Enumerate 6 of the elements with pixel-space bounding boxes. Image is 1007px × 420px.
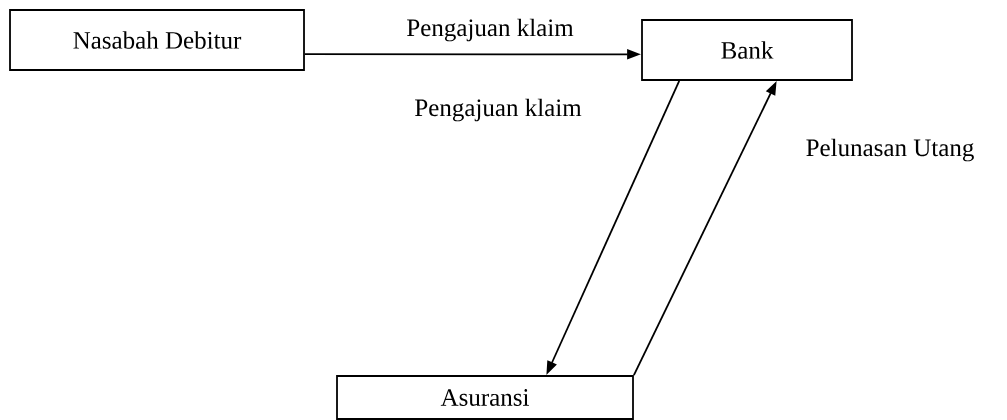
process-box: Nasabah Debitur xyxy=(9,9,305,71)
edge-label: Pelunasan Utang xyxy=(803,136,977,164)
edge-label: Pengajuan klaim xyxy=(412,96,584,124)
process-box: Asuransi xyxy=(336,375,634,420)
process-box: Bank xyxy=(641,19,853,81)
edge-label: Pengajuan klaim xyxy=(404,16,576,44)
